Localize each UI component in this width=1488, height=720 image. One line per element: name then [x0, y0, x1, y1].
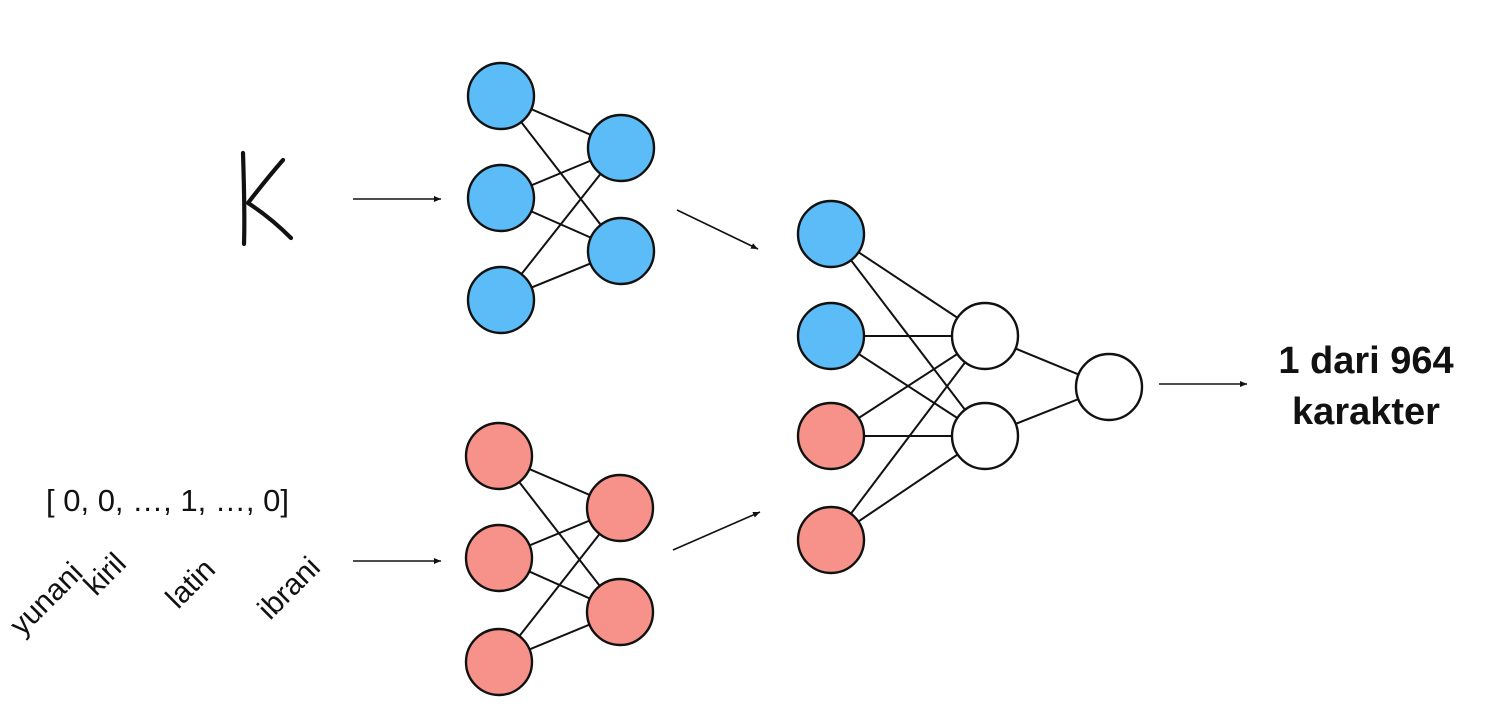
script-label-yunani: yunani — [4, 556, 90, 642]
merge-input-node-blue-1 — [796, 199, 866, 269]
merge-hidden-node-1 — [950, 301, 1020, 371]
bottom-input-node-1 — [464, 421, 534, 491]
handwritten-character-k-image — [240, 150, 294, 247]
bottom-input-node-2 — [464, 523, 534, 593]
script-label-latin: latin — [160, 553, 222, 615]
top-branch-nodes — [466, 61, 656, 335]
top-input-node-2 — [466, 163, 536, 233]
output-label-line2: karakter — [1292, 391, 1440, 433]
script-label-kiril: kiril — [78, 547, 133, 602]
bottom-hidden-node-1 — [585, 473, 655, 543]
output-label-line1: 1 dari 964 — [1278, 340, 1453, 382]
merge-input-node-red-1 — [796, 401, 866, 471]
bottom-to-merge-arrow — [672, 511, 761, 551]
merge-input-node-red-2 — [796, 505, 866, 575]
script-label-ibrani: ibrani — [252, 551, 327, 626]
bottom-branch-nodes — [464, 421, 655, 697]
top-hidden-node-2 — [586, 216, 656, 286]
merge-hidden-node-2 — [950, 401, 1020, 471]
top-hidden-node-1 — [586, 113, 656, 183]
merge-network-edges — [830, 233, 1110, 541]
top-input-node-1 — [466, 61, 536, 131]
merge-input-node-blue-2 — [796, 301, 866, 371]
output-node — [1074, 352, 1144, 422]
bottom-hidden-node-2 — [585, 577, 655, 647]
bottom-input-node-3 — [464, 627, 534, 697]
top-to-merge-arrow — [676, 209, 759, 250]
merge-network-nodes — [796, 199, 1144, 575]
one-hot-vector-text: [ 0, 0, …, 1, …, 0] — [46, 483, 289, 518]
top-input-node-3 — [466, 265, 536, 335]
